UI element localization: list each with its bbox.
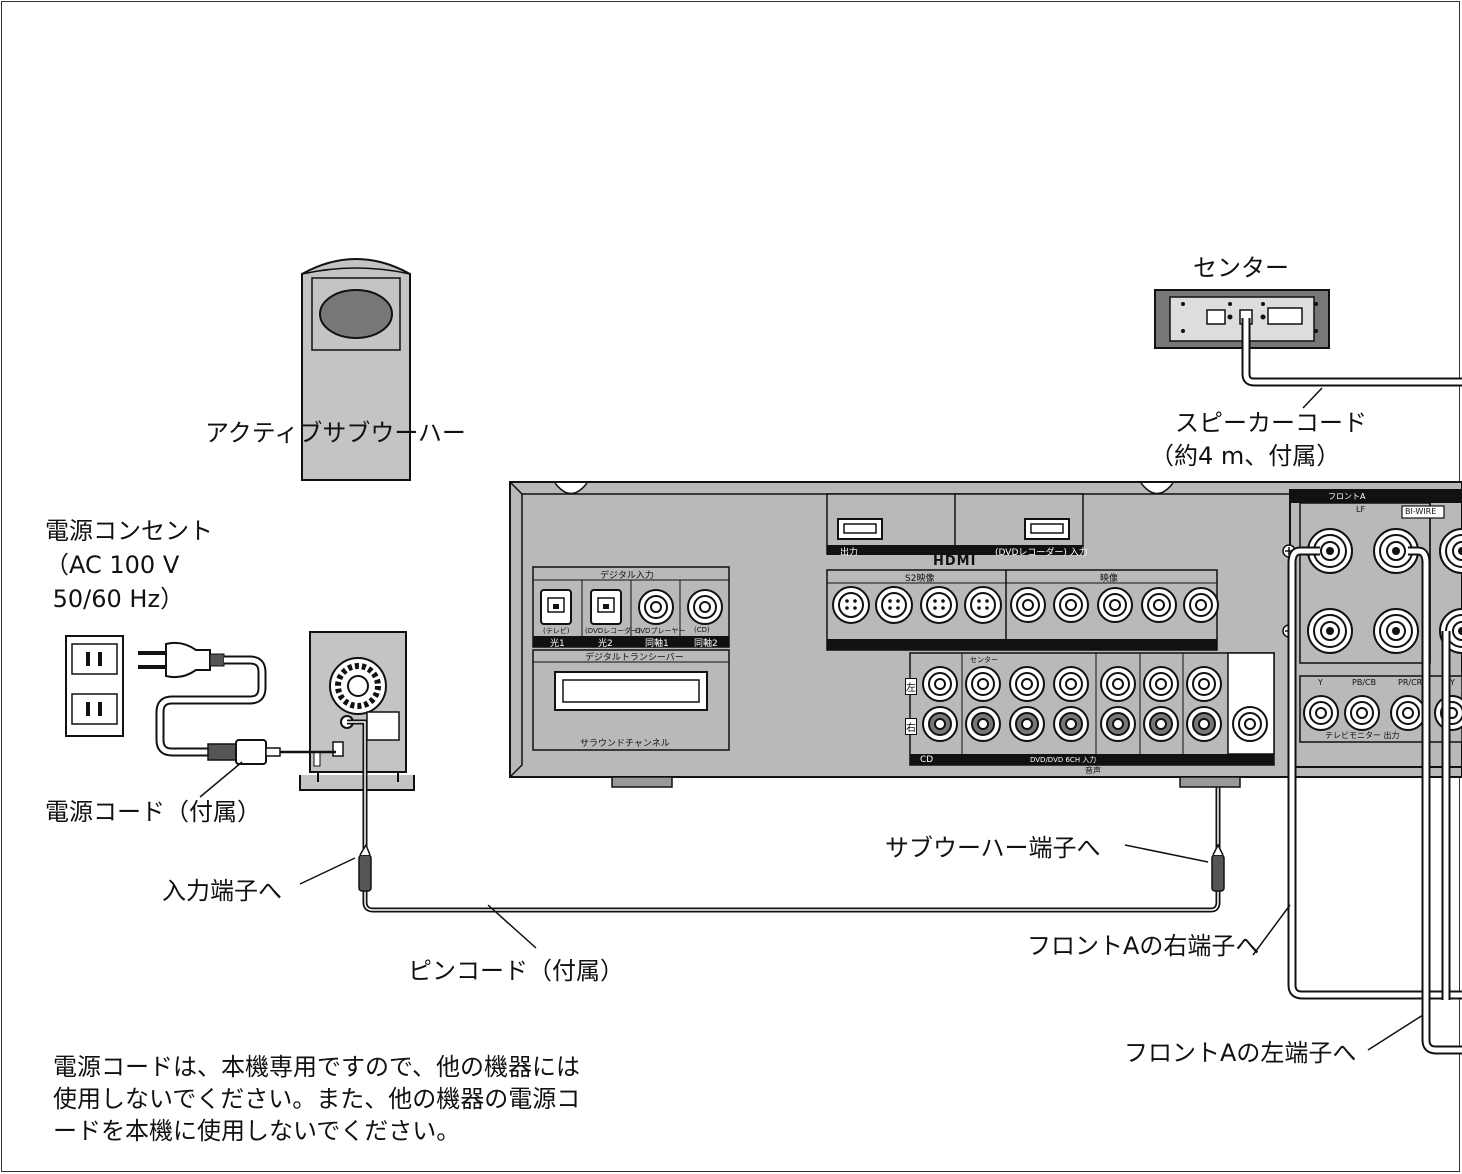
pin-cord-label: ピンコード（付属） (408, 957, 624, 985)
opt1-source: (テレビ) (543, 627, 570, 635)
pin-plug-subwoofer (358, 843, 372, 892)
to-front-a-left-label: フロントAの左端子へ (1124, 1039, 1357, 1067)
hdmi-out-label: 出力 (840, 548, 859, 558)
audio-label: 音声 (1085, 766, 1101, 775)
cd-label: CD (920, 755, 934, 765)
active-subwoofer (299, 258, 415, 791)
dvd-6ch-label: DVD/DVD 6CH 入力 (1030, 756, 1097, 764)
center-speaker-label: センター (1193, 254, 1289, 282)
outlet-title: 電源コンセント (45, 517, 213, 545)
component-y2: Y (1450, 678, 1455, 687)
receiver-rear-panel (509, 481, 1462, 788)
opt2-source: (DVDレコーダー) (585, 627, 641, 635)
digital-input-label: デジタル入力 (600, 571, 654, 581)
coax1-source: DVDプレーヤー (635, 627, 686, 635)
hdmi-in-label: (DVDレコーダー) 入力 (995, 548, 1088, 558)
to-front-a-right-label: フロントAの右端子へ (1027, 932, 1260, 960)
power-outlet (65, 635, 124, 737)
outlet-spec: （AC 100 V 50/60 Hz） (45, 551, 185, 613)
s2-video-label: S2映像 (905, 574, 935, 584)
pin-plug-receiver (1211, 843, 1225, 892)
coax2-label: 同軸2 (694, 639, 718, 649)
power-plug (138, 641, 225, 679)
component-pb: PB/CB (1352, 678, 1377, 687)
lf-label: LF (1356, 505, 1366, 514)
hdmi-logo: HDMI (933, 554, 977, 569)
coax2-source: (CD) (694, 626, 710, 634)
component-pr: PR/CR (1398, 678, 1423, 687)
power-cord-caution-note: 電源コードは、本機専用ですので、他の機器には 使用しないでください。また、他の機… (53, 1053, 581, 1145)
component-y: Y (1318, 678, 1323, 687)
to-input-label: 入力端子へ (162, 877, 282, 905)
right-mark: 右 (905, 718, 917, 735)
tv-monitor-out-label: テレビモニター 出力 (1325, 731, 1400, 740)
active-subwoofer-label: アクティブサブウーハー (205, 419, 466, 447)
power-cord-connector (207, 739, 281, 765)
bi-wire-label: BI-WIRE (1405, 507, 1437, 516)
surround-channel-label: サラウンドチャンネル (580, 739, 670, 749)
power-cord-label: 電源コード（付属） (45, 798, 261, 826)
left-mark: 左 (905, 678, 917, 695)
front-a-label: フロントA (1328, 492, 1366, 501)
video-label: 映像 (1100, 574, 1119, 584)
to-subwoofer-label: サブウーハー端子へ (885, 834, 1101, 862)
speaker-cord-label: スピーカーコード (1175, 409, 1367, 437)
center-small-label: センター (970, 656, 998, 664)
speaker-cord-note: （約4 m、付属） (1150, 442, 1341, 470)
opt2-label: 光2 (598, 639, 613, 649)
digital-transceiver-label: デジタルトランシーバー (585, 653, 684, 663)
opt1-label: 光1 (550, 639, 565, 649)
coax1-label: 同軸1 (645, 639, 669, 649)
